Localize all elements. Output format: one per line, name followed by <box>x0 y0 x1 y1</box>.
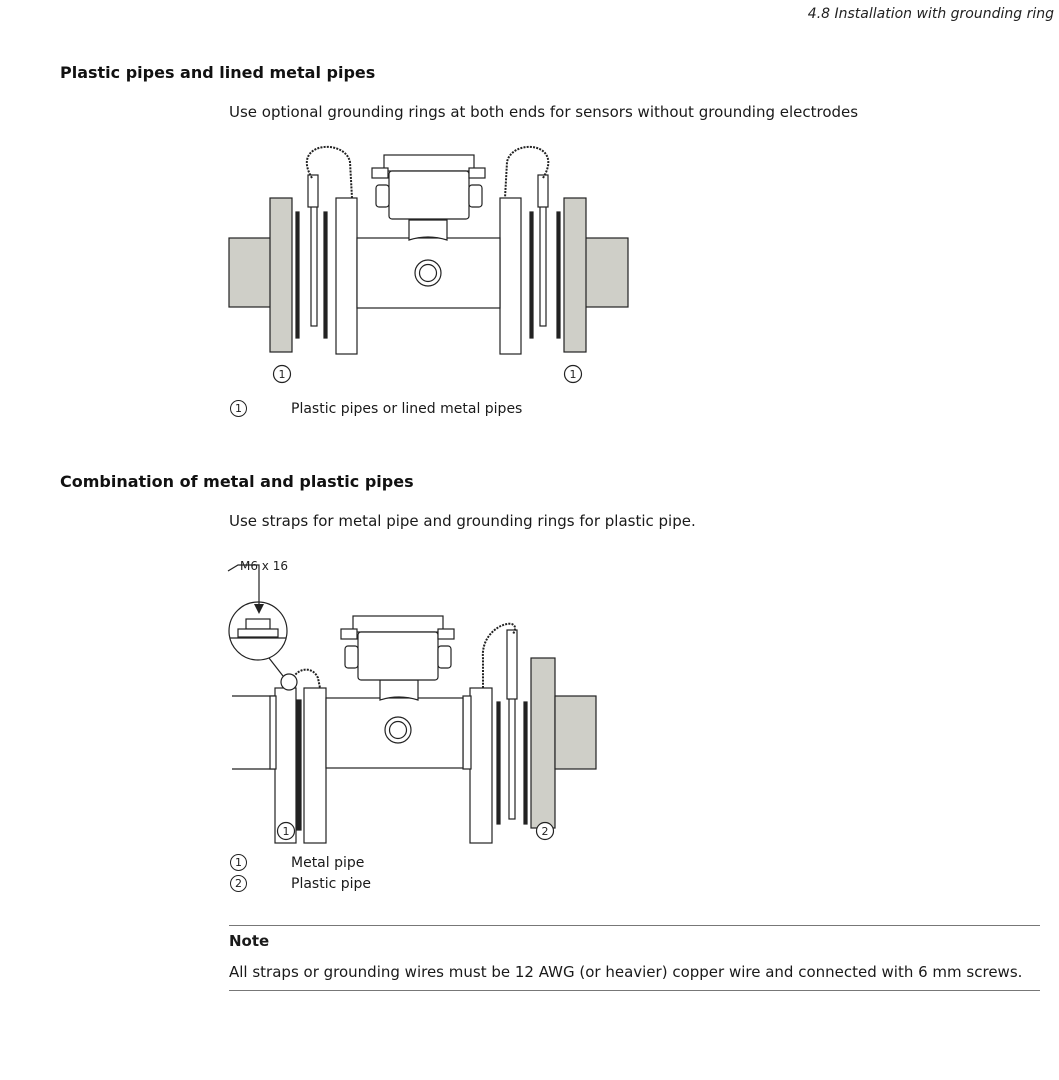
legend-combination: 1 Metal pipe 2 Plastic pipe <box>230 852 371 894</box>
housing-cable-gland-left <box>344 645 359 669</box>
callouts <box>272 364 583 384</box>
housing-clip-right <box>437 628 455 640</box>
detail-bolt-head <box>245 618 271 630</box>
callout-1: 1 <box>283 825 290 838</box>
note-box: Note All straps or grounding wires must … <box>229 925 1040 991</box>
legend-item: 1 Plastic pipes or lined metal pipes <box>230 398 522 419</box>
sensor-neck <box>408 219 448 241</box>
callouts <box>276 821 555 841</box>
figure-plastic-lined-pipes: 1 1 <box>228 145 629 384</box>
grounding-ring-tab-left <box>307 174 319 208</box>
legend-number: 1 <box>230 854 247 871</box>
housing-cable-gland-right <box>437 645 452 669</box>
housing-lid <box>383 154 475 172</box>
gasket-left-inner <box>323 211 328 339</box>
legend-number: 2 <box>230 875 247 892</box>
metal-flange-left <box>274 687 297 844</box>
grounding-ring-left <box>310 205 318 327</box>
housing-clip-right <box>468 167 486 179</box>
note-title: Note <box>229 932 270 950</box>
metal-flange-stub <box>269 695 277 770</box>
legend-text: Plastic pipe <box>291 875 372 892</box>
screw-label: M6 x 16 <box>240 559 288 573</box>
gasket-right-2 <box>523 701 528 825</box>
plastic-flange <box>530 657 556 829</box>
sensor-flange-left <box>335 197 358 355</box>
gasket-right-outer <box>556 211 561 339</box>
plastic-pipe <box>554 695 597 770</box>
figure-metal-plastic-pipes: M6 x 16 1 2 <box>227 559 597 844</box>
housing-cable-gland-left <box>375 184 390 208</box>
flange-stub-right <box>462 695 472 770</box>
screw-label-leader <box>227 564 260 612</box>
sensor-flange-right <box>469 687 493 844</box>
strap-left <box>289 668 321 689</box>
grounding-ring-right <box>539 205 547 327</box>
sensor-flange-right <box>499 197 522 355</box>
strap-left <box>305 145 353 199</box>
strap-right <box>481 622 516 688</box>
note-body: All straps or grounding wires must be 12… <box>229 963 1023 981</box>
legend-text: Metal pipe <box>291 854 365 871</box>
gasket-right-inner <box>529 211 534 339</box>
housing-lid <box>352 615 444 633</box>
legend-item: 2 Plastic pipe <box>230 873 371 894</box>
callout-1-right: 1 <box>570 368 577 381</box>
section-heading-combination: Combination of metal and plastic pipes <box>60 472 414 491</box>
magnifier-leader <box>268 657 284 677</box>
grounding-ring-tab <box>506 629 518 700</box>
legend-text: Plastic pipes or lined metal pipes <box>291 400 523 417</box>
sensor-flange-left <box>303 687 327 844</box>
housing-clip-left <box>371 167 389 179</box>
housing-cable-gland-right <box>468 184 483 208</box>
callout-1-left: 1 <box>279 368 286 381</box>
plastic-pipe-right <box>584 237 629 308</box>
housing-clip-left <box>340 628 358 640</box>
housing-body <box>388 170 470 220</box>
strap-band <box>296 699 302 831</box>
plastic-pipe-left <box>228 237 273 308</box>
section-intro-combination: Use straps for metal pipe and grounding … <box>229 512 696 530</box>
detail-washer <box>237 628 279 638</box>
section-heading-plastic-lined: Plastic pipes and lined metal pipes <box>60 63 376 82</box>
electrode-inner <box>418 263 438 283</box>
grounding-ring <box>508 696 516 820</box>
gasket-left-outer <box>295 211 300 339</box>
gasket-right-1 <box>496 701 501 825</box>
screw-label-arrow <box>254 604 264 614</box>
plastic-flange-right <box>563 197 587 353</box>
strap-right <box>504 146 550 199</box>
running-header: 4.8 Installation with grounding ring <box>0 6 1054 22</box>
sensor-neck <box>379 679 419 701</box>
grounding-ring-tab-right <box>537 174 549 208</box>
legend-number: 1 <box>230 400 247 417</box>
legend-item: 1 Metal pipe <box>230 852 371 873</box>
callout-2: 2 <box>542 825 549 838</box>
plastic-flange-left <box>269 197 293 353</box>
legend-plastic-lined: 1 Plastic pipes or lined metal pipes <box>230 398 522 419</box>
section-intro-plastic-lined: Use optional grounding rings at both end… <box>229 103 859 121</box>
running-header-text: 4.8 Installation with grounding ring <box>807 6 1054 22</box>
housing-body <box>357 631 439 681</box>
electrode-inner <box>388 720 408 740</box>
detail-target <box>280 673 298 691</box>
